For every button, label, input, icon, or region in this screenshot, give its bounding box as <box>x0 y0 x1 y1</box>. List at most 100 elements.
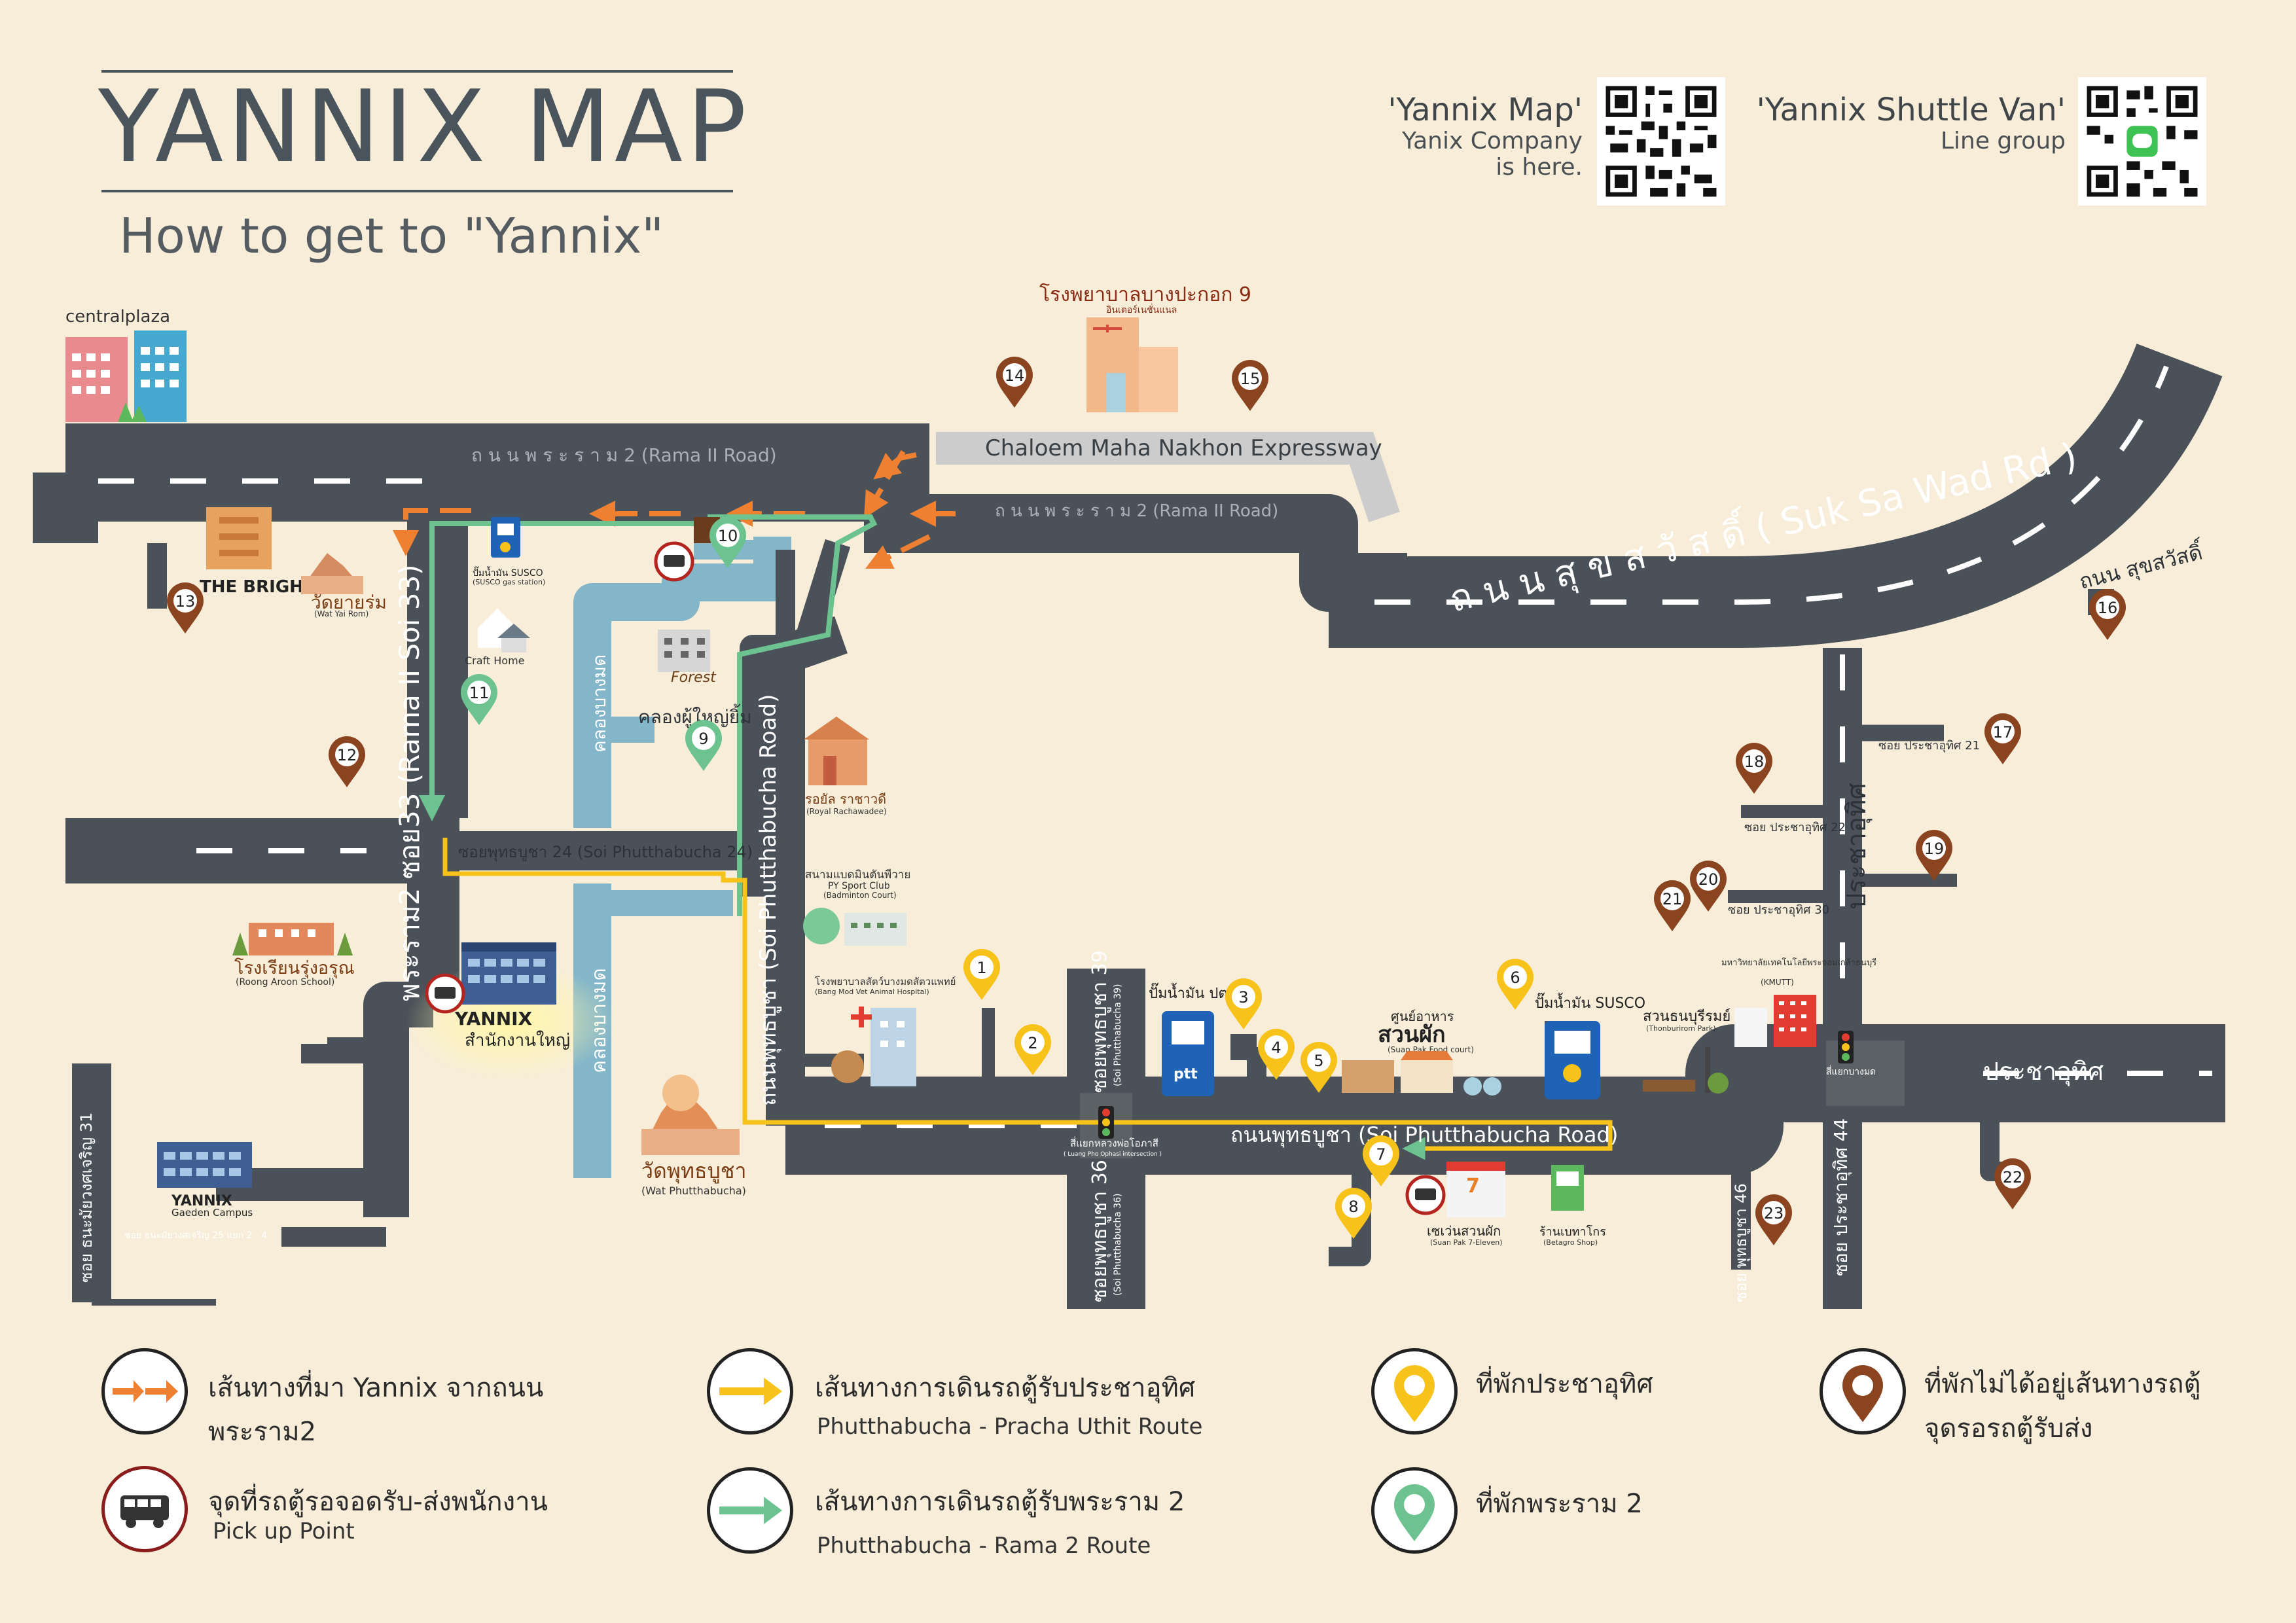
pin-9-number: 9 <box>698 730 708 748</box>
susco-station-1[interactable]: ปั๊มน้ำมัน SUSCO (SUSCO gas station) <box>473 517 545 586</box>
kmutt-en: (KMUTT) <box>1761 978 1794 987</box>
legend-yellow-pin-swatch <box>1371 1348 1458 1435</box>
pin-19-badge <box>1922 836 1946 860</box>
pin-18[interactable]: 18 <box>1736 743 1772 794</box>
pin-18-badge <box>1742 749 1766 773</box>
title-bottom-rule <box>101 190 733 192</box>
pin-15[interactable]: 15 <box>1232 360 1268 411</box>
phutthabucha-main-label: ถนนพุทธบูชา (Soi Phutthabucha Road) <box>1230 1122 1618 1148</box>
legend-orange-route-swatch <box>101 1348 188 1435</box>
pin-21[interactable]: 21 <box>1654 880 1691 931</box>
yellow-pin-icon <box>1394 1365 1435 1422</box>
pin-9-badge <box>692 726 715 750</box>
pin-3[interactable]: 3 <box>1225 978 1262 1029</box>
wat-phutthabucha-en: (Wat Phutthabucha) <box>641 1185 746 1197</box>
pin-1-badge <box>970 955 994 979</box>
pin-9[interactable]: 9 <box>685 720 722 771</box>
pin-23[interactable]: 23 <box>1755 1194 1792 1245</box>
pin-3-number: 3 <box>1238 988 1248 1007</box>
royal-label: รอยัล ราชาวดี <box>805 791 886 807</box>
soi36-en-label: (Soi Phutthabucha 36) <box>1113 1193 1123 1296</box>
ptt-station[interactable]: ปั๊มน้ำมัน ปตท. ptt <box>1149 982 1242 1096</box>
pin-11-number: 11 <box>469 684 490 702</box>
pickup-point-suanpak[interactable] <box>1405 1175 1446 1215</box>
pin-10[interactable]: 10 <box>709 517 746 568</box>
pracha-uthit-horizontal-label: ประชาอุทิศ <box>1983 1057 2104 1086</box>
pin-7[interactable]: 7 <box>1363 1135 1399 1186</box>
pin-6[interactable]: 6 <box>1497 959 1534 1010</box>
suan-pak-food-court[interactable]: ศูนย์อาหาร สวนผัก (Suan Pak Food court) <box>1342 1008 1501 1096</box>
rama2-road-label-a: ถ น น พ ร ะ ร า ม 2 (Rama II Road) <box>471 444 777 466</box>
forest-building[interactable]: Forest <box>658 630 717 686</box>
pin-12[interactable]: 12 <box>329 736 365 787</box>
pin-20-number: 20 <box>1698 870 1719 889</box>
py-badminton-court[interactable]: สนามแบดมินตันพีวาย PY Sport Club (Badmin… <box>803 868 910 946</box>
royal-rachawadee[interactable]: รอยัล ราชาวดี (Royal Rachawadee) <box>804 717 887 816</box>
pin-16[interactable]: 16 <box>2089 589 2126 640</box>
intersection-en: ( Luang Pho Ophasi intersection ) <box>1064 1151 1162 1158</box>
pin-14-number: 14 <box>1005 366 1025 385</box>
suanthon-en: (Thonburirom Park) <box>1646 1024 1716 1033</box>
luang-pho-ophasi-intersection[interactable]: สี่แยกหลวงพ่อโอภาสี ( Luang Pho Ophasi i… <box>1064 1106 1162 1158</box>
pin-2[interactable]: 2 <box>1014 1024 1051 1075</box>
pin-19-number: 19 <box>1924 840 1945 858</box>
pin-20[interactable]: 20 <box>1690 861 1727 912</box>
seven-eleven[interactable]: 7 เซเว่นสวนผัก (Suan Pak 7-Eleven) <box>1427 1162 1505 1247</box>
pin-12-number: 12 <box>337 746 357 764</box>
the-bright[interactable]: THE BRIGHT <box>200 507 315 597</box>
badminton-en2: (Badminton Court) <box>823 891 897 900</box>
pin-14-badge <box>1003 363 1026 387</box>
badminton-label: สนามแบดมินตันพีวาย <box>805 868 910 882</box>
qr-map-code[interactable] <box>1597 77 1725 205</box>
pin-17[interactable]: 17 <box>1984 713 2021 764</box>
susco-station-2[interactable]: ปั๊มน้ำมัน SUSCO <box>1535 992 1645 1099</box>
soi39-en-label: (Soi Phutthabucha 39) <box>1113 984 1123 1086</box>
pin-4[interactable]: 4 <box>1258 1029 1295 1080</box>
yannix-garden-campus[interactable]: YANNIX Gaeden Campus <box>157 1142 253 1219</box>
pin-14[interactable]: 14 <box>996 357 1033 408</box>
soi46-label: ซอย พุทธบูชา 46 <box>1732 1183 1751 1302</box>
legend-green-pin-label: ที่พักพระราม 2 <box>1476 1489 1643 1519</box>
pin-19[interactable]: 19 <box>1916 830 1952 881</box>
pickup-point-hq[interactable] <box>425 973 465 1014</box>
legend-orange-route-label-1: เส้นทางที่มา Yannix จากถนน <box>208 1373 544 1403</box>
route-map: ถ น น พ ร ะ ร า ม 2 (Rama II Road) ถ น น… <box>33 283 2225 1309</box>
pin-22[interactable]: 22 <box>1994 1158 2031 1209</box>
pin-8[interactable]: 8 <box>1335 1188 1372 1239</box>
pickup-point-rama2[interactable] <box>654 541 694 582</box>
pin-1[interactable]: 1 <box>963 949 1000 1000</box>
roong-aroon-school[interactable]: โรงเรียนรุ่งอรุณ (Roong Aroon School) <box>232 923 355 988</box>
soi25-label: ซอย ธนะมัยวงศเจริญ 25 แยก 2 - 4 <box>124 1230 267 1241</box>
suan-thonburirom-park[interactable]: สวนธนบุรีรมย์ (Thonburirom Park) <box>1643 1008 1731 1094</box>
wat-yai-rom[interactable]: วัดยายร่ม (Wat Yai Rom) <box>301 553 387 618</box>
wat-phutthabucha[interactable]: วัดพุทธบูชา (Wat Phutthabucha) <box>641 1075 746 1197</box>
pracha-uthit-vertical-label: ประชาอุทิศ <box>1842 783 1873 910</box>
forest-label: Forest <box>671 669 717 686</box>
pin-5[interactable]: 5 <box>1300 1042 1337 1093</box>
foodcourt-small-label: ศูนย์อาหาร <box>1391 1008 1454 1025</box>
qr-van-code[interactable] <box>2078 77 2206 205</box>
central-plaza[interactable]: centralplaza <box>65 307 187 422</box>
vet-hospital[interactable]: โรงพยาบาลสัตว์บางมดสัตวแพทย์ (Bang Mod V… <box>815 976 956 1086</box>
yellow-route <box>442 838 1613 1160</box>
pin-16-badge <box>2096 596 2119 619</box>
garden-logo: YANNIX <box>171 1193 232 1209</box>
bangpakok-hospital[interactable]: โรงพยาบาลบางปะกอก 9 อินเตอร์เนชั่นแนล <box>1039 283 1251 412</box>
pin-11[interactable]: 11 <box>461 674 497 725</box>
soi39-label: ซอยพุทธบูชา 39 <box>1088 950 1112 1093</box>
kmutt[interactable]: มหาวิทยาลัยเทคโนโลยีพระจอมเกล้าธนบุรี (K… <box>1721 957 1876 1047</box>
pu21-label: ซอย ประชาอุทิศ 21 <box>1878 739 1980 753</box>
soi36-label: ซอยพุทธบูชา 36 <box>1088 1160 1112 1302</box>
pin-12-badge <box>335 743 359 766</box>
bang-mod-intersection[interactable]: สี่แยกบางมด <box>1826 1031 1876 1077</box>
pin-18-number: 18 <box>1744 753 1765 771</box>
pin-13[interactable]: 13 <box>167 582 204 633</box>
legend-pickup-swatch <box>101 1466 188 1552</box>
pin-5-badge <box>1307 1048 1331 1072</box>
qr-map-line2: is here. <box>1496 154 1583 181</box>
craft-home[interactable]: Craft Home <box>465 609 530 667</box>
crafthome-label: Craft Home <box>465 654 525 667</box>
pin-2-badge <box>1021 1031 1045 1054</box>
betagro-shop[interactable]: ร้านเบทาโกร (Betagro Shop) <box>1539 1165 1606 1247</box>
pin-10-number: 10 <box>718 527 738 545</box>
